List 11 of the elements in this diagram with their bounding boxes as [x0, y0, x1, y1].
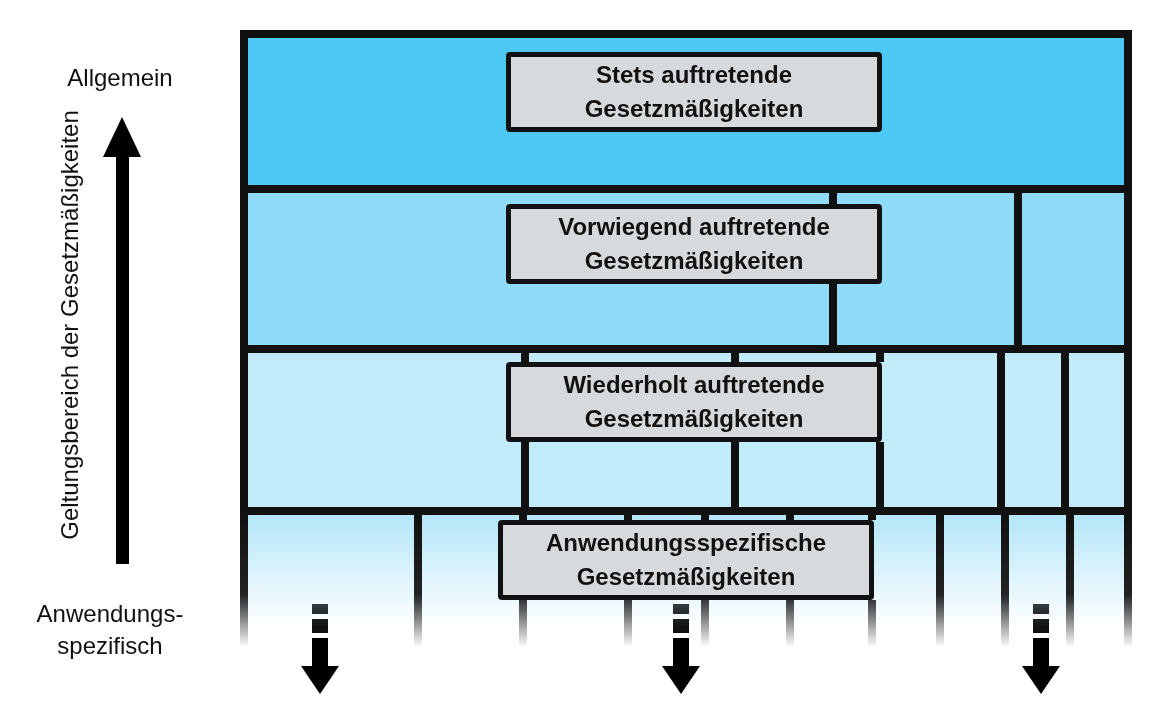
layer-band: [240, 193, 1132, 353]
axis-label: Geltungsbereich der Gesetzmäßigkeiten: [55, 109, 84, 542]
layer-band: [240, 353, 1132, 515]
scale-end-label: Allgemein: [66, 63, 174, 93]
level-label: Stets auftretende Gesetzmäßigkeiten: [506, 52, 882, 132]
layer-band: [240, 515, 1132, 647]
level-label: Wiederholt auftretende Gesetzmäßigkeiten: [506, 362, 882, 442]
layer-band: [240, 30, 1132, 193]
level-label: Vorwiegend auftretende Gesetzmäßigkeiten: [506, 204, 882, 284]
scale-end-label: Anwendungs- spezifisch: [35, 599, 185, 661]
level-label: Anwendungsspezifische Gesetzmäßigkeiten: [498, 520, 874, 600]
